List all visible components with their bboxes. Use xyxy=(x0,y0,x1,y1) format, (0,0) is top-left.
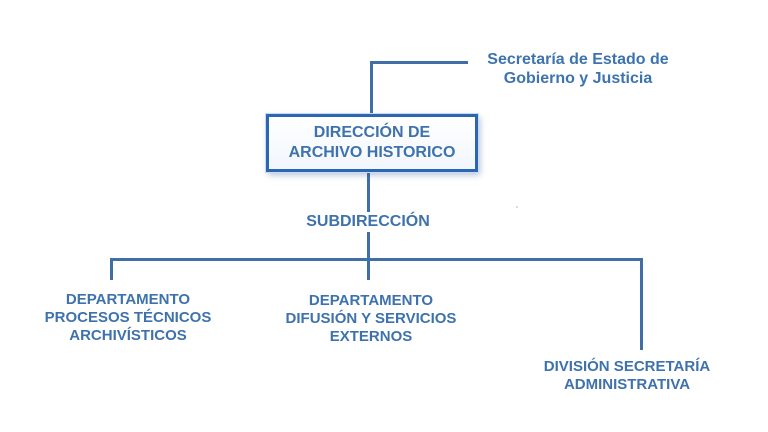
department-1-line-2: PROCESOS TÉCNICOS xyxy=(44,309,212,326)
division-line-2: ADMINISTRATIVA xyxy=(563,376,691,393)
main-direction-box: DIRECCIÓN DE ARCHIVO HISTORICO xyxy=(266,114,478,172)
subdirection-label: SUBDIRECCIÓN xyxy=(290,212,446,232)
connector-parent-horizontal xyxy=(370,61,468,64)
connector-parent-vertical xyxy=(370,61,373,116)
connector-dept-1 xyxy=(110,258,113,280)
department-technical-processes: DEPARTAMENTO PROCESOS TÉCNICOS ARCHIVÍST… xyxy=(20,291,236,345)
department-1-line-3: ARCHIVÍSTICOS xyxy=(69,327,187,344)
main-direction-line-1: DIRECCIÓN DE xyxy=(313,124,431,141)
division-line-1: DIVISIÓN SECRETARÍA xyxy=(543,358,711,375)
connector-div-adm xyxy=(640,258,643,350)
connector-branch-horizontal xyxy=(110,258,643,261)
parent-organization-line-1: Secretaría de Estado de xyxy=(487,51,669,68)
department-2-line-3: EXTERNOS xyxy=(329,328,413,345)
main-direction-line-2: ARCHIVO HISTORICO xyxy=(288,144,456,161)
connector-dept-2 xyxy=(367,258,370,280)
department-1-line-1: DEPARTAMENTO xyxy=(65,291,191,308)
division-administrative-secretary: DIVISIÓN SECRETARÍA ADMINISTRATIVA xyxy=(516,358,738,394)
department-2-line-1: DEPARTAMENTO xyxy=(308,292,434,309)
parent-organization: Secretaría de Estado de Gobierno y Justi… xyxy=(468,50,688,88)
department-diffusion-services: DEPARTAMENTO DIFUSIÓN Y SERVICIOS EXTERN… xyxy=(256,292,486,346)
department-2-line-2: DIFUSIÓN Y SERVICIOS xyxy=(285,310,457,327)
parent-organization-line-2: Gobierno y Justicia xyxy=(503,70,653,87)
stray-dot xyxy=(516,206,518,208)
